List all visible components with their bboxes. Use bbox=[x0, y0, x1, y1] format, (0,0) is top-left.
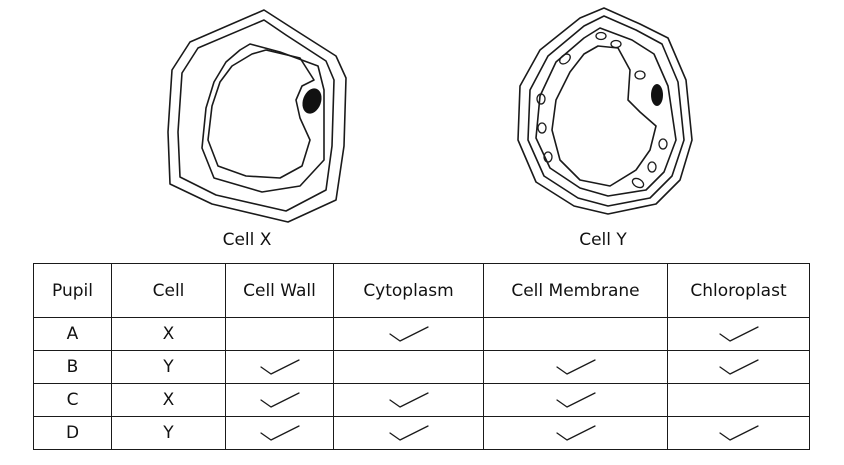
cell-y-vacuole bbox=[551, 45, 657, 187]
chloroplast-icon bbox=[631, 177, 645, 189]
chloroplast-icon bbox=[610, 39, 622, 49]
cell-type-cell: Y bbox=[111, 416, 226, 450]
chloroplast-mark-cell bbox=[667, 350, 810, 384]
check-mark-icon bbox=[484, 391, 667, 409]
check-mark-icon bbox=[334, 391, 483, 409]
check-mark-icon bbox=[668, 325, 809, 343]
cytoplasm-mark-cell bbox=[333, 416, 484, 450]
cell-x-vacuole bbox=[207, 49, 315, 179]
cell-y-outer-wall bbox=[517, 7, 693, 215]
cell-type-cell: X bbox=[111, 317, 226, 351]
cell-y-nucleus bbox=[651, 84, 663, 106]
cell-wall-mark-cell bbox=[225, 317, 334, 351]
header-cell-wall: Cell Wall bbox=[225, 263, 334, 318]
cell-drawings bbox=[167, 7, 693, 223]
cell-membrane-mark-cell bbox=[483, 416, 668, 450]
chloroplast-icon bbox=[634, 70, 646, 80]
pupil-answers-table: Pupil Cell Cell Wall Cytoplasm Cell Memb… bbox=[33, 263, 810, 450]
header-cell-membrane: Cell Membrane bbox=[483, 263, 668, 318]
check-mark-icon bbox=[484, 358, 667, 376]
chloroplast-icon bbox=[543, 151, 553, 163]
cell-y-membrane bbox=[535, 27, 677, 197]
chloroplast-icon bbox=[537, 122, 547, 134]
cell-y-chloroplasts bbox=[536, 31, 668, 189]
cell-y-caption: Cell Y bbox=[579, 230, 627, 250]
cell-x-outer-wall bbox=[167, 9, 347, 223]
header-pupil: Pupil bbox=[33, 263, 112, 318]
pupil-cell: C bbox=[33, 383, 112, 417]
cell-type-cell: X bbox=[111, 383, 226, 417]
chloroplast-icon bbox=[658, 138, 668, 150]
pupil-cell: B bbox=[33, 350, 112, 384]
cell-x-drawing bbox=[167, 9, 347, 223]
cell-wall-mark-cell bbox=[225, 416, 334, 450]
table-header-row: Pupil Cell Cell Wall Cytoplasm Cell Memb… bbox=[33, 263, 810, 318]
check-mark-icon bbox=[334, 325, 483, 343]
header-cell: Cell bbox=[111, 263, 226, 318]
cell-y-inner-wall bbox=[527, 15, 685, 207]
cell-y-drawing bbox=[517, 7, 693, 215]
cell-membrane-mark-cell bbox=[483, 350, 668, 384]
header-chloroplast: Chloroplast bbox=[667, 263, 810, 318]
cell-type-cell: Y bbox=[111, 350, 226, 384]
cell-membrane-mark-cell bbox=[483, 317, 668, 351]
chloroplast-icon bbox=[559, 53, 571, 65]
check-mark-icon bbox=[484, 424, 667, 442]
chloroplast-icon bbox=[536, 93, 546, 105]
cell-diagrams bbox=[167, 7, 693, 223]
cytoplasm-mark-cell bbox=[333, 350, 484, 384]
cell-wall-mark-cell bbox=[225, 350, 334, 384]
chloroplast-icon bbox=[647, 161, 657, 173]
pupil-cell: A bbox=[33, 317, 112, 351]
check-mark-icon bbox=[226, 424, 333, 442]
cell-wall-mark-cell bbox=[225, 383, 334, 417]
chloroplast-mark-cell bbox=[667, 317, 810, 351]
header-cytoplasm: Cytoplasm bbox=[333, 263, 484, 318]
cell-x-inner-wall bbox=[177, 19, 335, 212]
check-mark-icon bbox=[668, 424, 809, 442]
check-mark-icon bbox=[668, 358, 809, 376]
chloroplast-icon bbox=[595, 31, 607, 41]
cell-x-caption: Cell X bbox=[222, 230, 272, 250]
check-mark-icon bbox=[226, 391, 333, 409]
cytoplasm-mark-cell bbox=[333, 383, 484, 417]
pupil-cell: D bbox=[33, 416, 112, 450]
cell-x-nucleus bbox=[302, 88, 322, 114]
cell-membrane-mark-cell bbox=[483, 383, 668, 417]
cytoplasm-mark-cell bbox=[333, 317, 484, 351]
chloroplast-mark-cell bbox=[667, 383, 810, 417]
check-mark-icon bbox=[226, 358, 333, 376]
chloroplast-mark-cell bbox=[667, 416, 810, 450]
check-mark-icon bbox=[334, 424, 483, 442]
